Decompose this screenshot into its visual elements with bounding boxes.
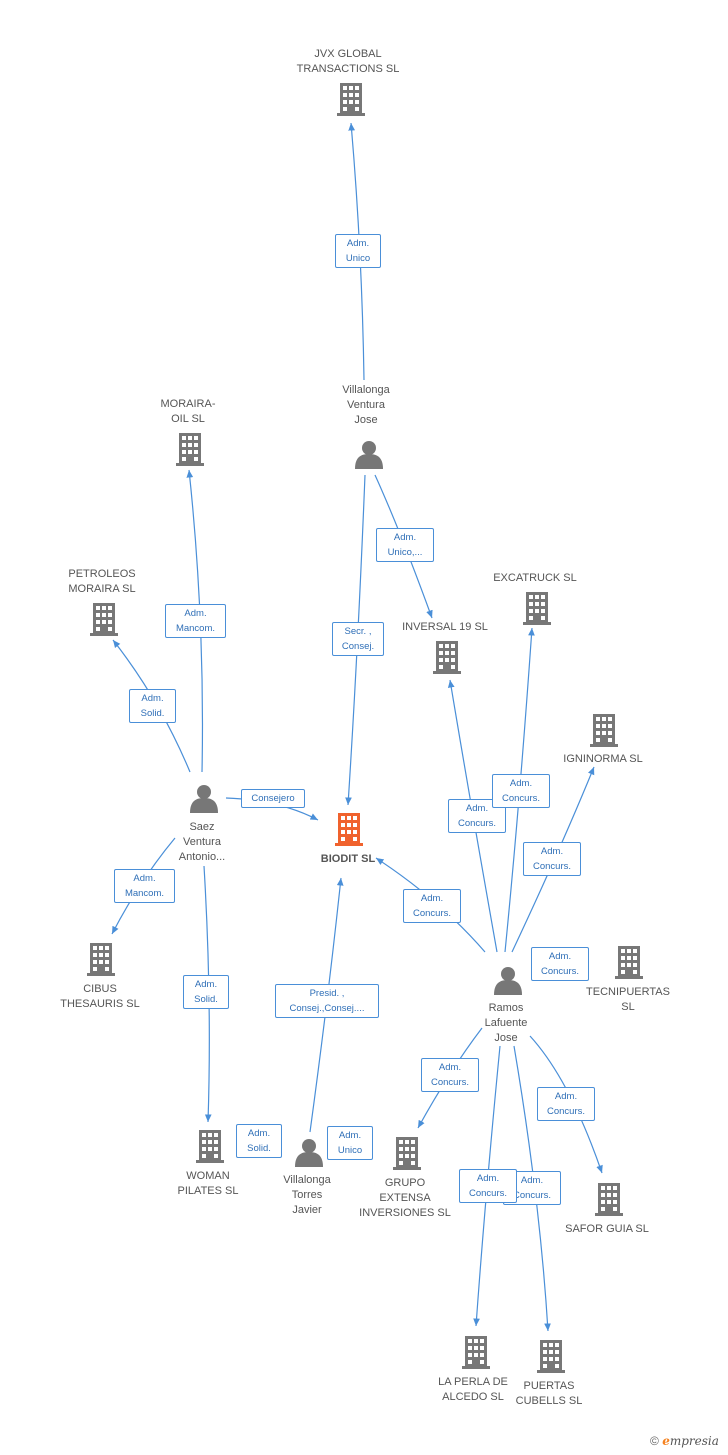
relation-badge[interactable]: Adm. Concurs. [531, 947, 589, 981]
saez-person-icon[interactable] [190, 785, 218, 813]
tecnipuertas-building-icon[interactable] [615, 946, 643, 979]
ramos-person-icon[interactable] [494, 967, 522, 995]
moraira-oil-building-icon[interactable] [176, 433, 204, 466]
puertas-label[interactable]: PUERTAS CUBELLS SL [515, 1380, 583, 1407]
petroleos-building-icon[interactable] [90, 603, 118, 636]
relation-badge[interactable]: Adm. Concurs. [421, 1058, 479, 1092]
cibus-label[interactable]: CIBUS THESAURIS SL [60, 983, 140, 1010]
relation-badge[interactable]: Secr. , Consej. [332, 622, 384, 656]
relation-badge[interactable]: Adm. Concurs. [459, 1169, 517, 1203]
tecnipuertas-label[interactable]: TECNIPUERTAS SL [586, 986, 670, 1013]
relation-badge[interactable]: Presid. , Consej.,Consej.... [275, 984, 379, 1018]
jvx-label[interactable]: JVX GLOBAL TRANSACTIONS SL [296, 48, 400, 75]
empresia-footer[interactable]: © empresia [650, 1434, 719, 1448]
petroleos-label[interactable]: PETROLEOS MORAIRA SL [68, 568, 136, 595]
relation-badge[interactable]: Adm. Unico,... [376, 528, 434, 562]
woman-building-icon[interactable] [196, 1130, 224, 1163]
biodit-label[interactable]: BIODIT SL [320, 853, 376, 865]
relation-badge[interactable]: Consejero [241, 789, 305, 808]
jvx-building-icon[interactable] [337, 83, 365, 116]
empresia-logo: empresia [662, 1434, 719, 1448]
villalonga-jose-label[interactable]: Villalonga Ventura Jose [342, 384, 390, 426]
safor-building-icon[interactable] [595, 1183, 623, 1216]
inversal-label[interactable]: INVERSAL 19 SL [402, 621, 488, 633]
grupo-building-icon[interactable] [393, 1137, 421, 1170]
relation-badge[interactable]: Adm. Solid. [236, 1124, 282, 1158]
relation-badge[interactable]: Adm. Mancom. [165, 604, 226, 638]
excatruck-building-icon[interactable] [523, 592, 551, 625]
saez-label[interactable]: Saez Ventura Antonio... [178, 821, 226, 863]
igninorma-building-icon[interactable] [590, 714, 618, 747]
puertas-building-icon[interactable] [537, 1340, 565, 1373]
perla-label[interactable]: LA PERLA DE ALCEDO SL [438, 1376, 508, 1403]
relation-badge[interactable]: Adm. Concurs. [523, 842, 581, 876]
igninorma-label[interactable]: IGNINORMA SL [563, 753, 643, 765]
relation-badge[interactable]: Adm. Concurs. [537, 1087, 595, 1121]
safor-label[interactable]: SAFOR GUIA SL [565, 1223, 649, 1235]
relation-badge[interactable]: Adm. Concurs. [403, 889, 461, 923]
villalonga-javier-person-icon[interactable] [295, 1139, 323, 1167]
woman-label[interactable]: WOMAN PILATES SL [177, 1170, 239, 1197]
relation-badge[interactable]: Adm. Solid. [129, 689, 176, 723]
villalonga-javier-label[interactable]: Villalonga Torres Javier [283, 1174, 331, 1216]
ramos-label[interactable]: Ramos Lafuente Jose [484, 1002, 528, 1044]
relation-badge[interactable]: Adm. Solid. [183, 975, 229, 1009]
relation-badge[interactable]: Adm. Unico [327, 1126, 373, 1160]
biodit-building-icon[interactable] [335, 813, 363, 846]
villalonga-jose-person-icon[interactable] [355, 441, 383, 469]
cibus-building-icon[interactable] [87, 943, 115, 976]
relation-badge[interactable]: Adm. Mancom. [114, 869, 175, 903]
perla-building-icon[interactable] [462, 1336, 490, 1369]
moraira-oil-label[interactable]: MORAIRA- OIL SL [160, 398, 216, 425]
inversal-building-icon[interactable] [433, 641, 461, 674]
copyright-symbol: © [650, 1434, 659, 1448]
excatruck-label[interactable]: EXCATRUCK SL [493, 572, 577, 584]
relation-badge[interactable]: Adm. Concurs. [492, 774, 550, 808]
grupo-label[interactable]: GRUPO EXTENSA INVERSIONES SL [359, 1177, 451, 1219]
relation-badge[interactable]: Adm. Unico [335, 234, 381, 268]
